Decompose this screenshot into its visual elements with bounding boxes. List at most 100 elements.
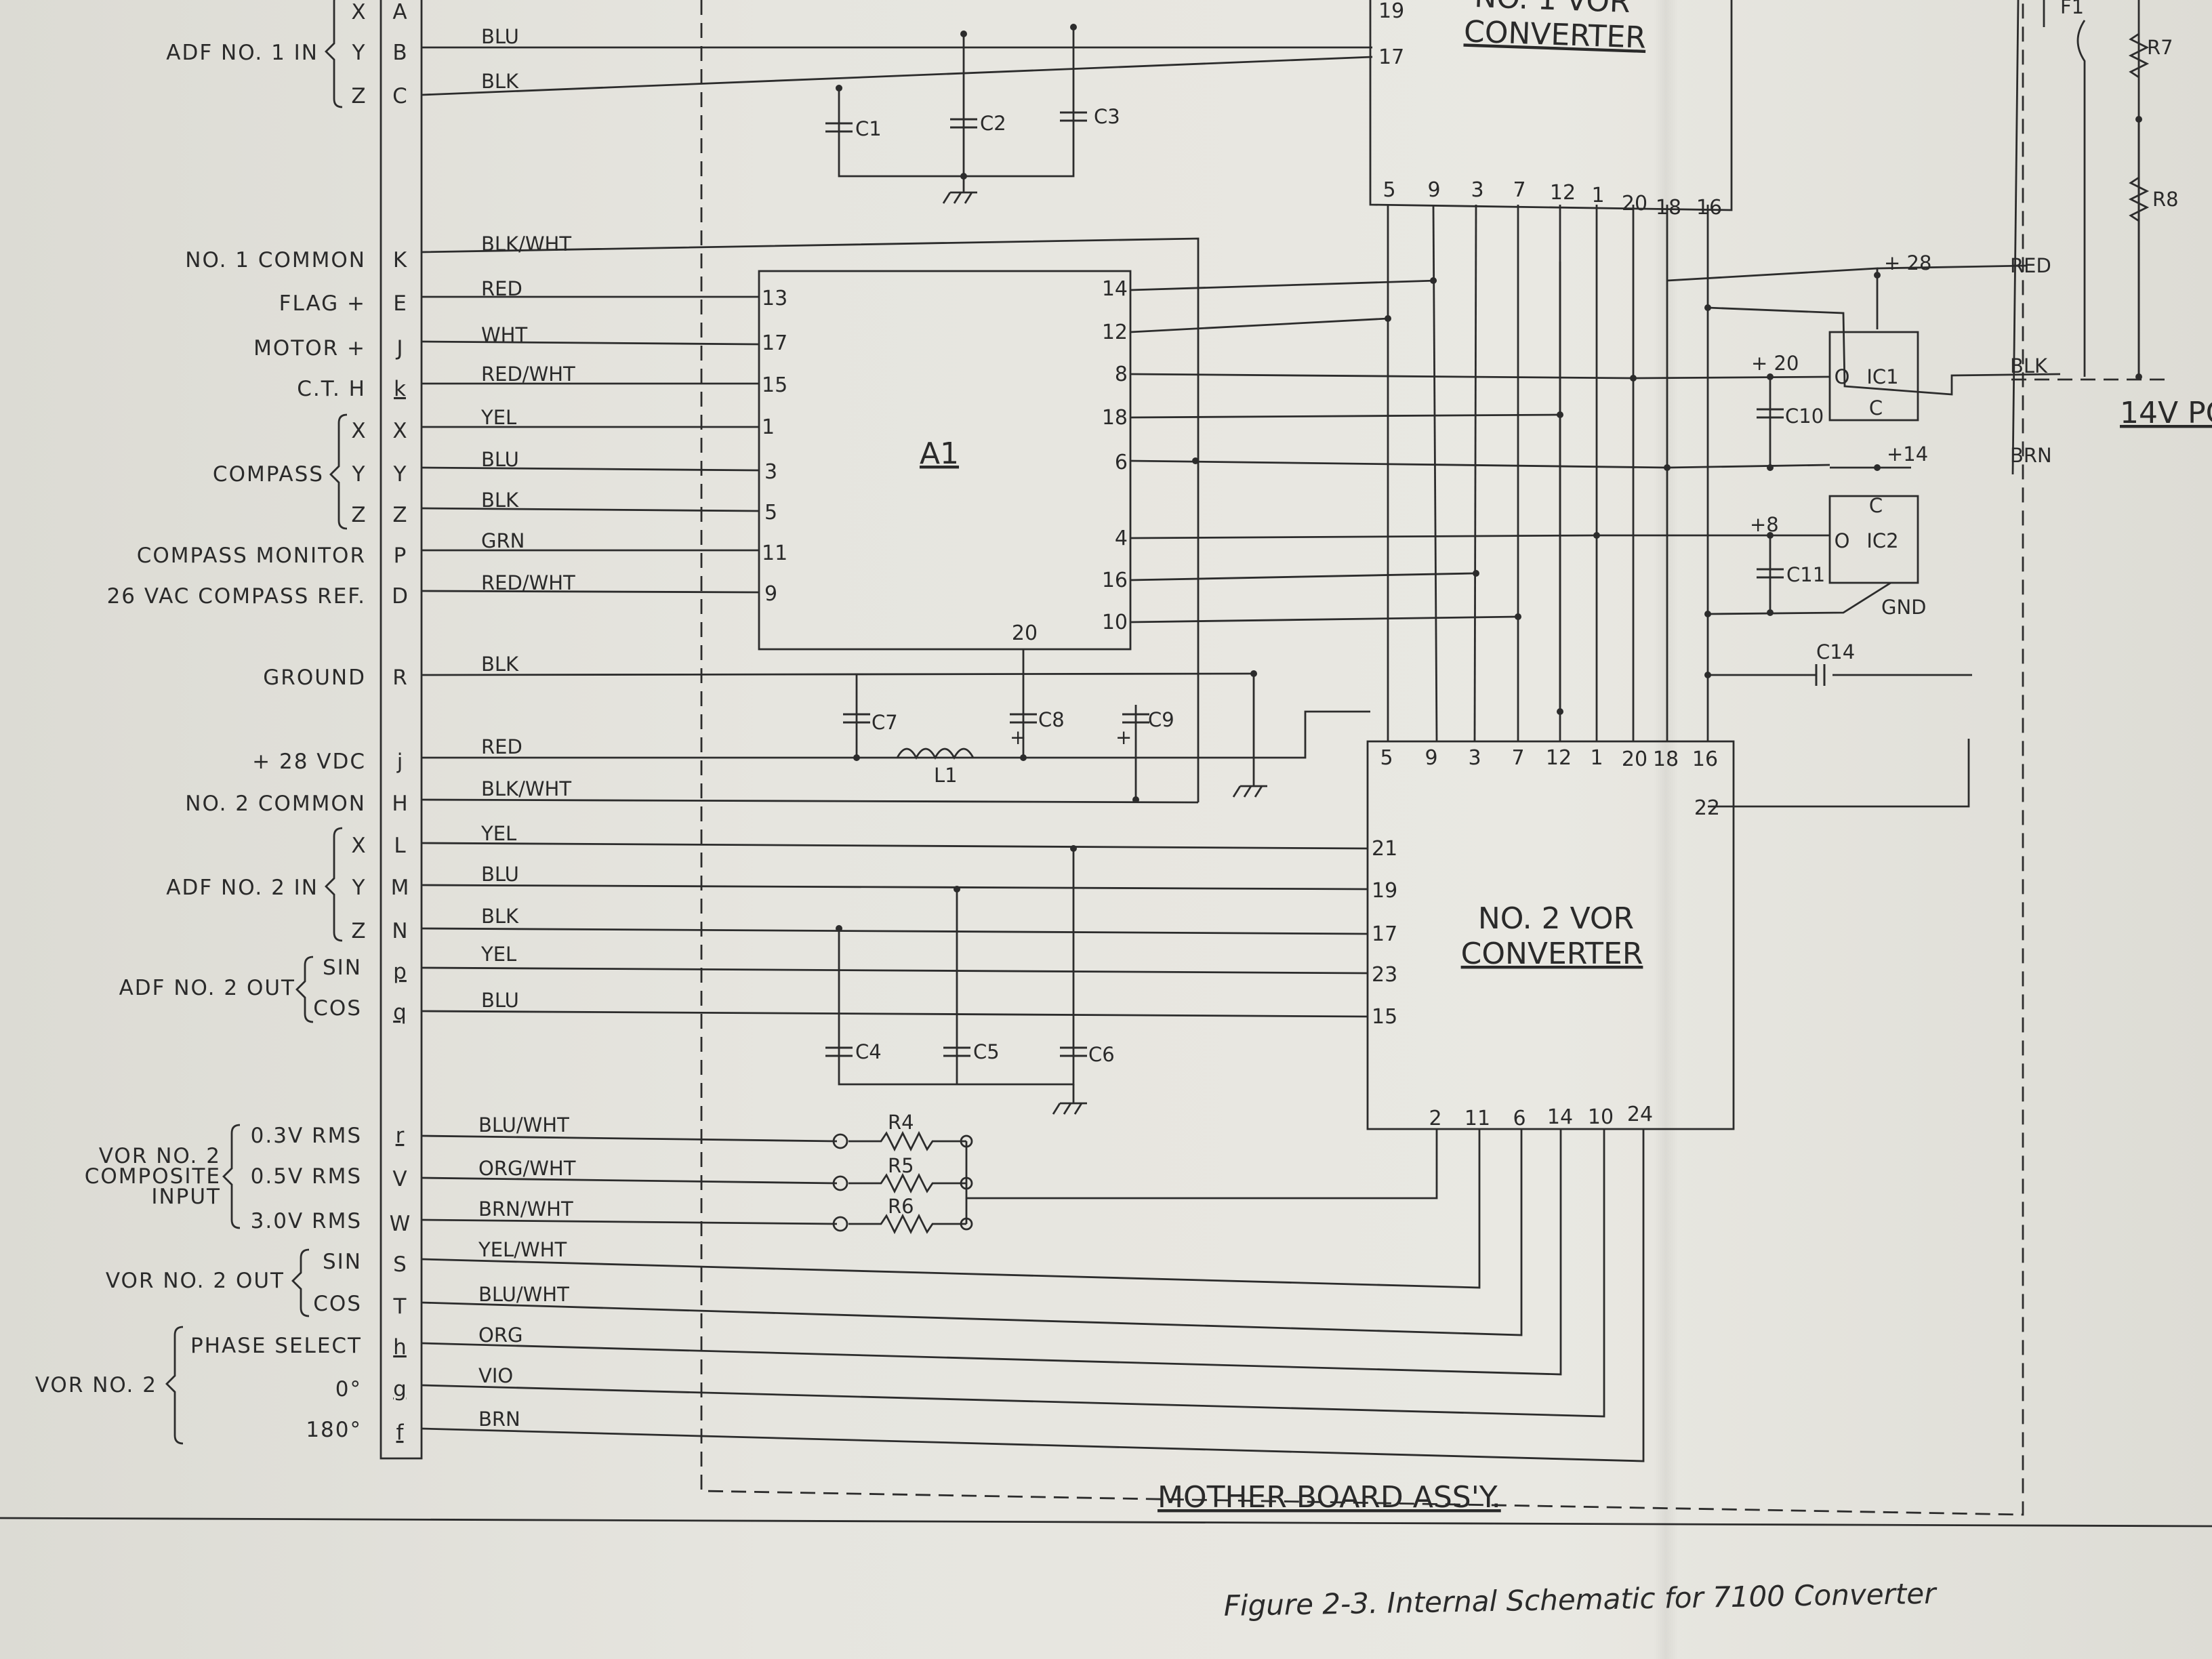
vor2-out-cos-label: COS (313, 1292, 362, 1316)
ic2-label: IC2 (1866, 529, 1898, 552)
adf1-group-label: ADF NO. 1 IN (166, 41, 319, 65)
vor1-bottom-pin: 18 (1656, 196, 1681, 220)
r4-label: R4 (888, 1111, 914, 1134)
a1-right-pin: 10 (1102, 611, 1128, 634)
wire-color-label: BLU/WHT (478, 1283, 569, 1306)
ic1-o-label: O (1835, 365, 1850, 388)
pin-letter: j (396, 750, 403, 774)
wire-color-label: RED/WHT (481, 571, 575, 594)
c1-label: C1 (855, 117, 882, 140)
vor2-bottom-pin: 10 (1588, 1105, 1614, 1129)
wire-color-label: ORG (478, 1324, 523, 1347)
vor2-phase-label: PHASE SELECT (190, 1334, 362, 1358)
wire-color-label: YEL (480, 943, 516, 966)
pin-letter: V (392, 1167, 407, 1191)
adf2-out-sin-label: SIN (323, 956, 362, 980)
wire-color-label: BLU/WHT (478, 1113, 569, 1136)
c8-label: C8 (1038, 708, 1065, 731)
a1-right-pin: 14 (1102, 277, 1128, 301)
vor2-rms-0-3: 0.3V RMS (251, 1124, 362, 1148)
pin-letter: M (391, 876, 409, 900)
pin-letter: h (393, 1335, 407, 1359)
ground-label: GROUND (263, 665, 366, 690)
vor1-bottom-pin: 5 (1382, 178, 1395, 202)
vor1-left-pin: 17 (1378, 45, 1404, 69)
page-divider (0, 1517, 2212, 1528)
adf2-y-label: Y (352, 876, 367, 900)
c11-label: C11 (1786, 563, 1825, 586)
ground-symbol-1 (942, 191, 977, 204)
wire-color-label: BLK (481, 905, 519, 928)
wire-color-label: ORG/WHT (478, 1157, 576, 1180)
vor2-comp-label-2: COMPOSITE (85, 1164, 221, 1189)
wire-color-label: YEL (480, 406, 516, 429)
compass-monitor-label: COMPASS MONITOR (137, 544, 366, 568)
vor1-bottom-pin: 9 (1427, 178, 1440, 202)
ct-label: C.T. H (297, 377, 366, 401)
c9-label: C9 (1148, 708, 1174, 731)
c14-label: C14 (1816, 640, 1855, 663)
vor2-title-2: CONVERTER (1461, 937, 1643, 971)
vor2-top-pin: 16 (1692, 747, 1718, 771)
mother-board-label: MOTHER BOARD ASS'Y. (1158, 1480, 1501, 1515)
vor2-rms-0-5: 0.5V RMS (251, 1164, 362, 1189)
vor2-bottom-pin: 6 (1513, 1107, 1525, 1130)
wire-color-label: BLK (481, 70, 519, 93)
vor2-0deg-label: 0° (335, 1377, 362, 1401)
rail-labels: + 28 + 20 +14 +8 GND RED BLK BRN 14V PC (1750, 251, 2212, 619)
pin-letter: X (392, 419, 407, 443)
pin-letter: H (392, 792, 407, 816)
pin-letter: g (393, 1377, 407, 1401)
a1-right-pin: 18 (1102, 406, 1128, 430)
pin-letter: T (393, 1294, 407, 1319)
rail-p20-label: + 20 (1751, 352, 1799, 375)
vor2-top-pin: 20 (1622, 747, 1647, 771)
wire-color-label: BLU (481, 863, 519, 886)
wire-color-label: BLU (481, 25, 519, 48)
wire-color-label: WHT (481, 323, 527, 346)
wire-color-label: BLU (481, 448, 519, 471)
r7-resistor (2128, 33, 2150, 79)
vor2-rms-3-0: 3.0V RMS (251, 1209, 362, 1233)
vor2-top-pin: 7 (1511, 746, 1524, 770)
vor2-top-pin: 9 (1425, 746, 1437, 770)
right-blk-label: BLK (2010, 354, 2048, 377)
c5-label: C5 (973, 1040, 1000, 1063)
a1-left-pin: 3 (764, 460, 777, 484)
c7-label: C7 (872, 711, 898, 734)
pin-letter: P (394, 544, 407, 568)
wire-color-label: YEL/WHT (478, 1238, 567, 1261)
pin-letter: K (393, 248, 407, 272)
rail-p8-label: +8 (1750, 513, 1779, 536)
vor1-title-2: CONVERTER (1463, 14, 1646, 55)
vdc-label: + 28 VDC (252, 750, 366, 774)
wire-color-label: BLK (481, 653, 519, 676)
vor2-top-pin: 1 (1590, 746, 1603, 770)
connector-strip (380, 0, 423, 1460)
adf1-x-label: X (351, 0, 367, 24)
ic2-o-label: O (1835, 529, 1850, 552)
wire-color-label: RED (481, 277, 523, 300)
wire-color-label: BLK/WHT (481, 777, 571, 800)
rail-gnd-label: GND (1881, 596, 1927, 619)
ic1-label: IC1 (1866, 365, 1898, 388)
vor2-comp-label-1: VOR NO. 2 (99, 1144, 221, 1168)
pin-letter: E (393, 291, 407, 316)
ground-symbol-3 (1232, 785, 1267, 798)
pin-letter: J (395, 336, 403, 361)
mother-board-boundary (700, 0, 2024, 1516)
adf1-y-label: Y (352, 41, 367, 65)
a1-right-pin: 4 (1115, 527, 1128, 550)
vor1-labels: NO. 1 VOR CONVERTER 19 17 5 9 3 7 12 1 2… (1378, 0, 1722, 220)
vor2-top-pin: 5 (1380, 746, 1393, 770)
vor2-comp-label-3: INPUT (151, 1185, 221, 1209)
l1-inductor (896, 747, 975, 760)
signal-labels: ADF NO. 1 IN X Y Z NO. 1 COMMON FLAG + M… (35, 0, 367, 1445)
right-red-label: RED (2010, 254, 2051, 277)
wire-color-label: BLK/WHT (481, 232, 571, 255)
pin-letter: k (394, 377, 406, 401)
vor2-labels: NO. 2 VOR CONVERTER 5 9 3 7 12 1 20 18 1… (1372, 746, 1720, 1130)
a1-labels: A1 13 17 15 1 3 5 11 9 14 12 8 18 6 4 16… (762, 277, 1128, 645)
c3-label: C3 (1094, 105, 1120, 128)
